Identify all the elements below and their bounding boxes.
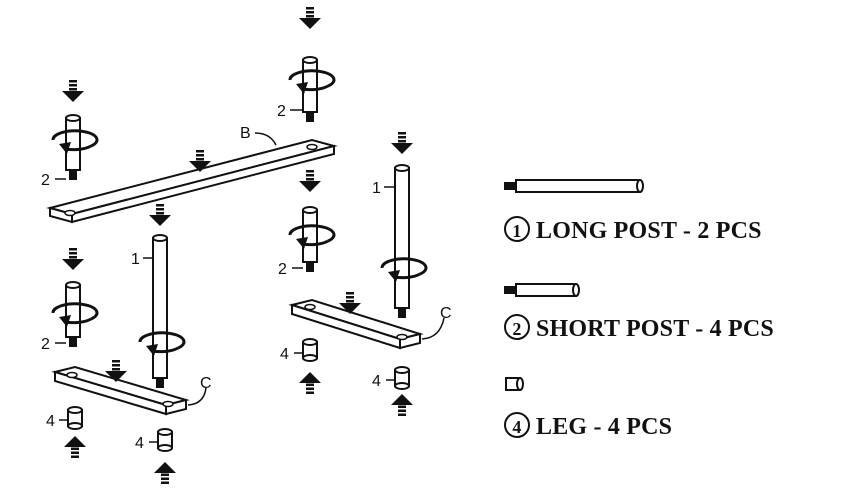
short-post-left-bottom: 2 <box>41 248 99 353</box>
part-number-label: 2 <box>41 336 50 353</box>
legend-long-post-text: LONG POST - 2 PCS <box>536 218 762 244</box>
push-up-arrow-icon <box>299 372 321 394</box>
bar-c-left: C <box>51 360 212 416</box>
part-number-badge: 1 <box>504 216 530 242</box>
part-number-label: 2 <box>41 172 50 189</box>
part-number-badge: 2 <box>504 314 530 340</box>
part-number-label: 1 <box>372 180 381 197</box>
leg-left-2: 4 <box>135 428 176 484</box>
part-number-label: 4 <box>135 435 144 452</box>
bar-b-label: B <box>240 125 251 142</box>
part-number-label: 4 <box>46 413 55 430</box>
leg-right-1: 4 <box>280 338 321 394</box>
short-post-right: 2 <box>278 170 336 278</box>
long-post-right: 1 <box>372 132 428 318</box>
push-up-arrow-icon <box>64 436 86 458</box>
part-number-label: 4 <box>372 373 381 390</box>
push-arrow-icon <box>299 7 321 29</box>
part-number-label: 1 <box>131 251 140 268</box>
short-post-left-top: 2 <box>41 80 99 189</box>
push-arrow-icon <box>149 204 171 226</box>
long-post-icon <box>504 179 644 193</box>
push-arrow-icon <box>62 248 84 270</box>
long-post-left: 1 <box>131 204 186 388</box>
part-number-badge: 4 <box>504 412 530 438</box>
legend-short-post-text: SHORT POST - 4 PCS <box>536 316 774 342</box>
push-arrow-icon <box>299 170 321 192</box>
bar-c-right: C <box>288 292 452 350</box>
push-up-arrow-icon <box>391 394 413 416</box>
part-number-label: 2 <box>277 103 286 120</box>
short-post-icon <box>504 283 580 297</box>
legend-leg-text: LEG - 4 PCS <box>536 414 673 440</box>
bar-c-label: C <box>440 305 452 322</box>
push-up-arrow-icon <box>154 462 176 484</box>
leg-right-2: 4 <box>372 366 413 416</box>
bar-b: B <box>46 125 338 224</box>
part-number-label: 4 <box>280 346 289 363</box>
leg-icon <box>505 377 524 391</box>
push-arrow-icon <box>62 80 84 102</box>
part-number-label: 2 <box>278 261 287 278</box>
short-post-top: 2 <box>277 7 336 123</box>
push-arrow-icon <box>391 132 413 154</box>
leg-left-1: 4 <box>46 406 86 458</box>
bar-c-label: C <box>200 375 212 392</box>
